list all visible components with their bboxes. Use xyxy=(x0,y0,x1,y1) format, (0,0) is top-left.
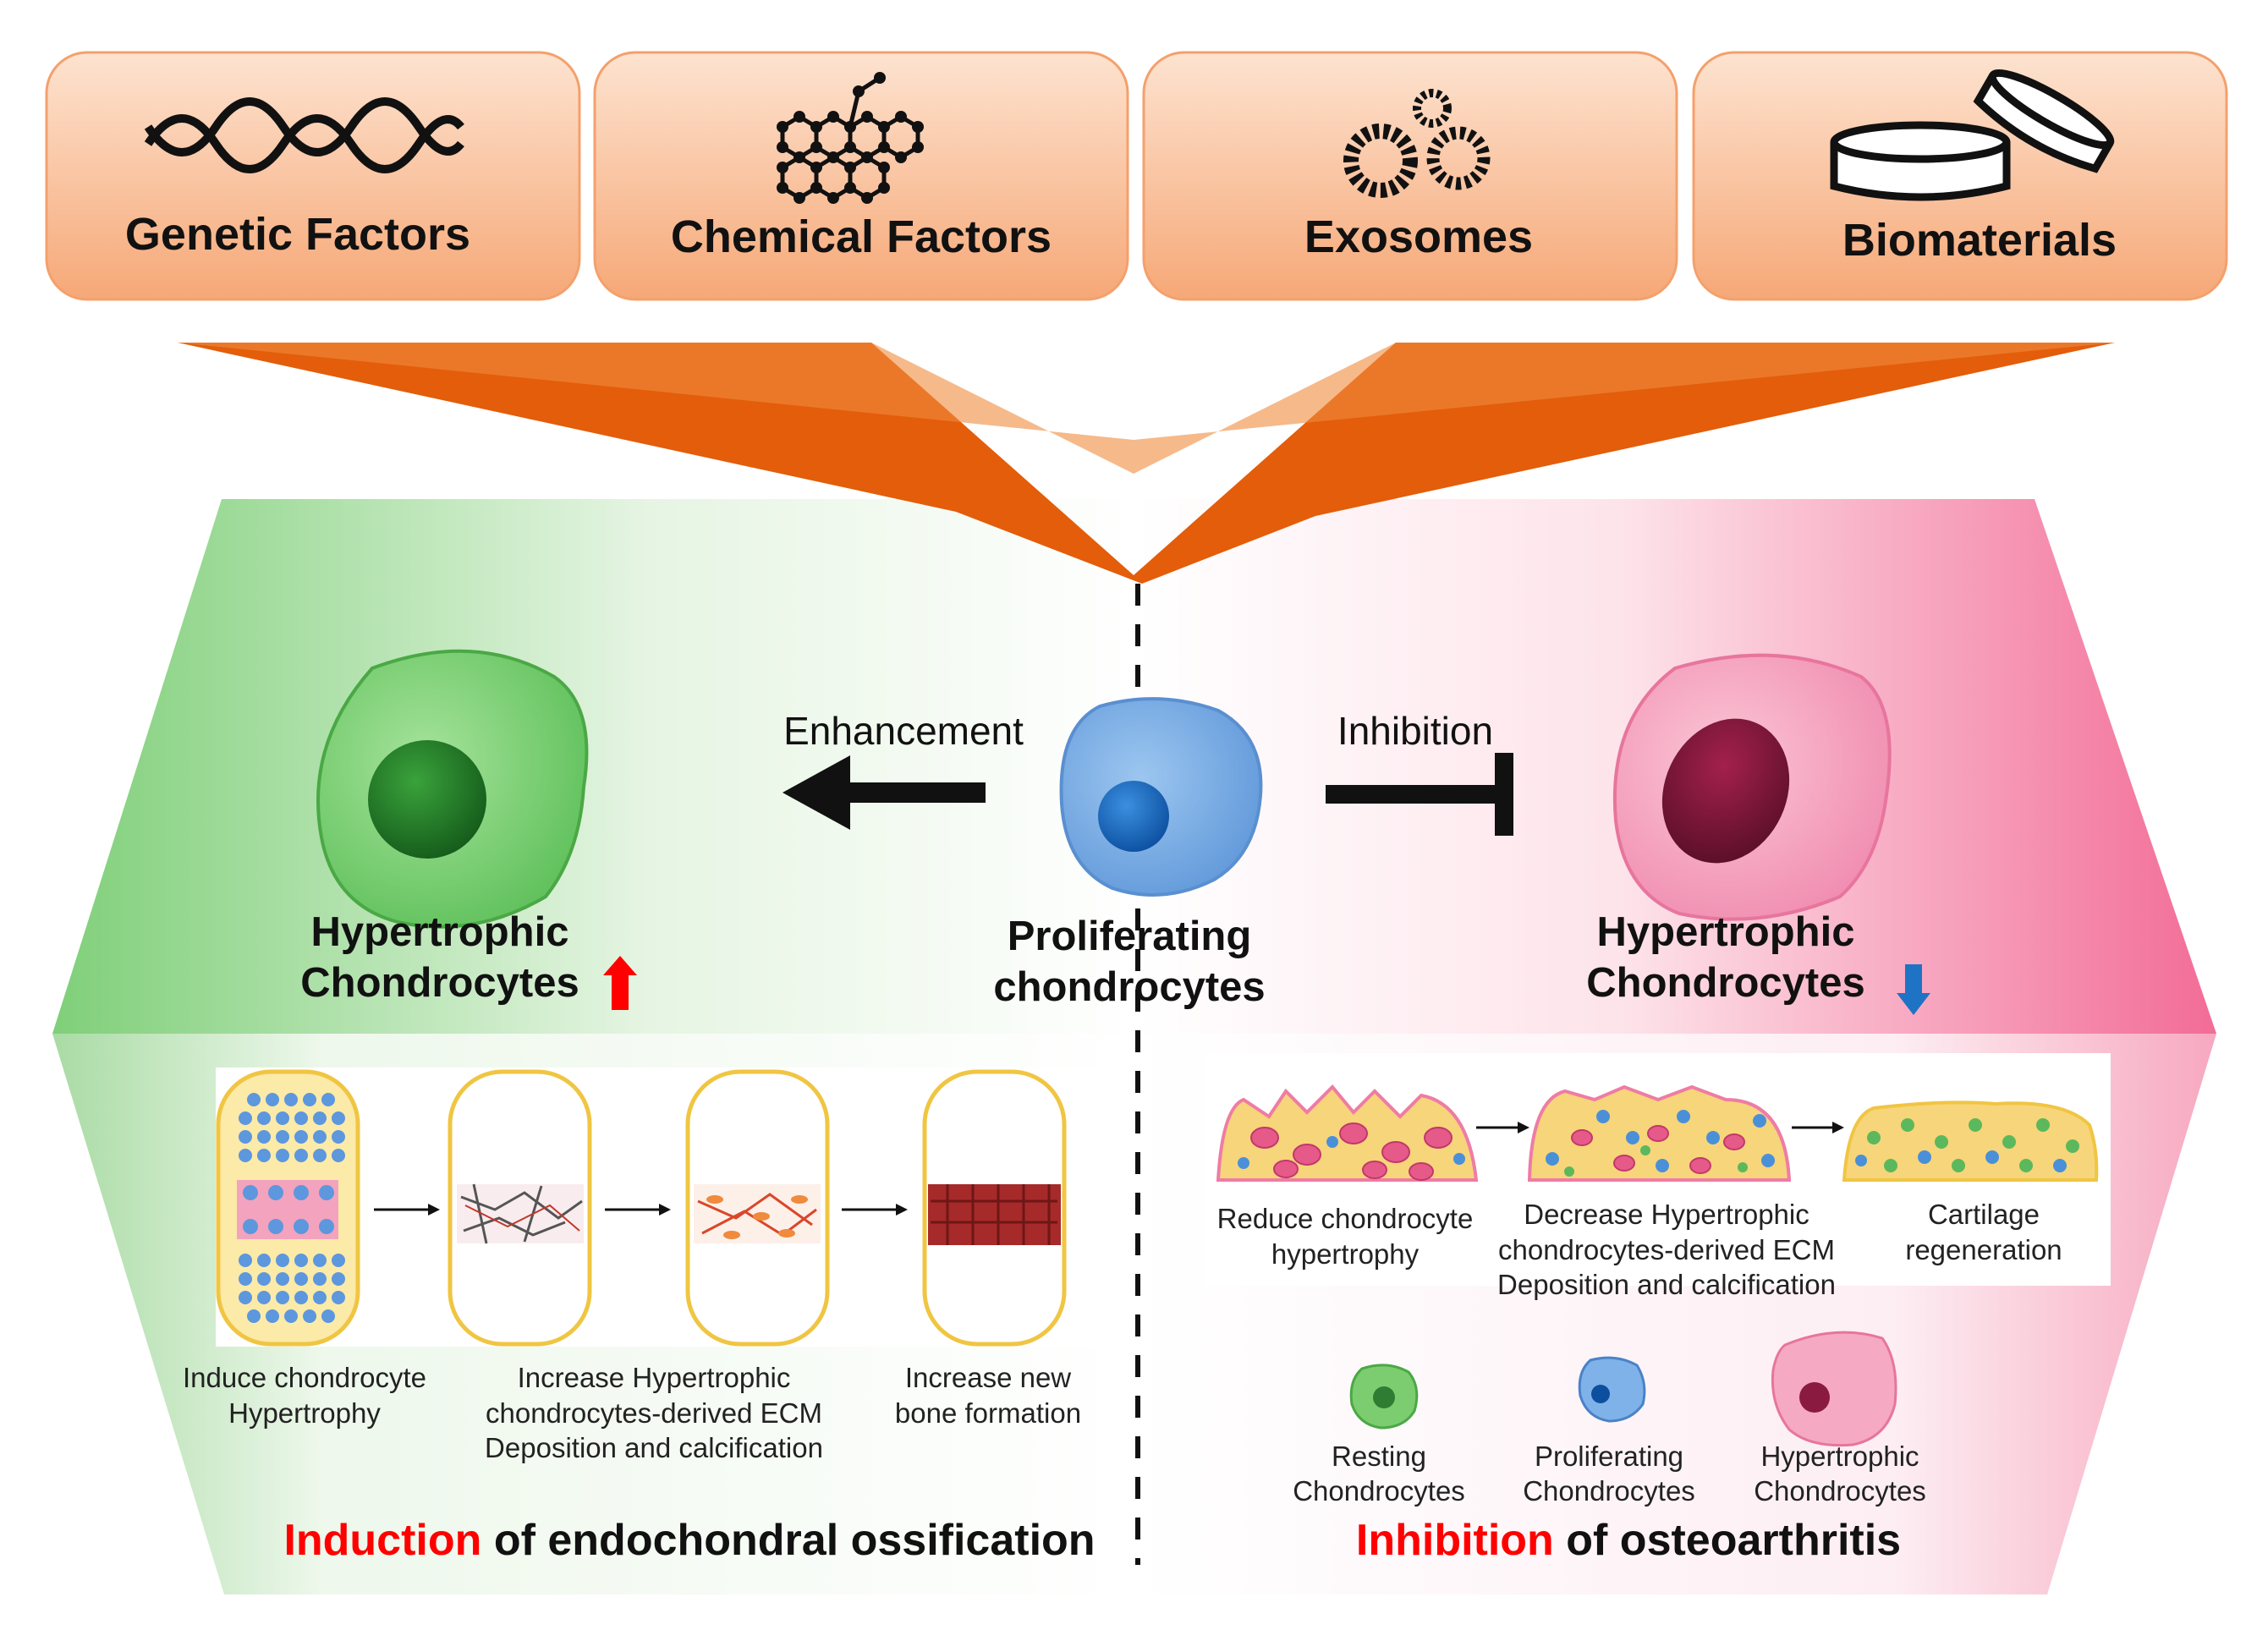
factor-label-genetic: Genetic Factors xyxy=(125,209,470,260)
growth-plate-2 xyxy=(448,1069,592,1347)
exosome-icon xyxy=(1343,89,1491,198)
factor-label-chemical: Chemical Factors xyxy=(671,211,1052,262)
left-step-1-line1: Induce chondrocyte xyxy=(183,1362,426,1393)
legend-proliferating-line2: Chondrocytes xyxy=(1523,1475,1695,1507)
legend-hypertrophic-line1: Hypertrophic xyxy=(1760,1441,1919,1472)
right-step-2-line3: Deposition and calcification xyxy=(1497,1269,1836,1300)
left-footer-accent: Induction xyxy=(283,1516,481,1565)
factor-box-exosomes: Exosomes xyxy=(1142,51,1678,301)
dna-helix-icon xyxy=(144,97,464,173)
center-cell-label-line1: Proliferating xyxy=(1008,914,1252,959)
down-arrow-icon xyxy=(1897,964,1930,1015)
growth-plate-1 xyxy=(216,1069,360,1347)
cartilage-tissue-2 xyxy=(1527,1084,1792,1182)
growth-plate-4 xyxy=(922,1069,1067,1347)
legend-resting-line1: Resting xyxy=(1332,1441,1426,1472)
left-step-2-line1: Increase Hypertrophic xyxy=(518,1362,791,1393)
left-step-2-line3: Deposition and calcification xyxy=(485,1432,823,1463)
factor-box-genetic: Genetic Factors xyxy=(45,51,581,301)
blue-nucleus xyxy=(1098,781,1169,852)
growth-plate-3 xyxy=(685,1069,830,1347)
left-step-3-line1: Increase new xyxy=(905,1362,1071,1393)
left-step-arrowhead-2 xyxy=(659,1204,671,1216)
legend-resting-cell xyxy=(1349,1364,1419,1430)
cartilage-tissue-1 xyxy=(1216,1084,1479,1182)
right-footer: Inhibition of osteoarthritis xyxy=(1356,1516,1901,1565)
funnel-shape xyxy=(178,343,2115,584)
left-step-2-line2: chondrocytes-derived ECM xyxy=(486,1397,822,1429)
left-cell-label-line1: Hypertrophic xyxy=(311,909,569,955)
right-step-1-line1: Reduce chondrocyte xyxy=(1217,1203,1474,1234)
left-step-arrowhead-1 xyxy=(428,1204,440,1216)
pink-nucleus xyxy=(1661,718,1790,864)
left-step-3-line2: bone formation xyxy=(895,1397,1081,1429)
enhancement-label: Enhancement xyxy=(783,709,1024,753)
right-step-2-line1: Decrease Hypertrophic xyxy=(1524,1199,1809,1230)
hypertrophic-cell-right xyxy=(1612,653,1892,921)
left-panel-background xyxy=(52,499,1138,1034)
right-step-1-line2: hypertrophy xyxy=(1271,1238,1420,1270)
cartilage-tissue-3 xyxy=(1842,1100,2099,1182)
factor-box-chemical: Chemical Factors xyxy=(593,51,1129,301)
legend-resting-line2: Chondrocytes xyxy=(1293,1475,1465,1507)
right-footer-accent: Inhibition xyxy=(1356,1516,1554,1565)
right-cell-label-line1: Hypertrophic xyxy=(1597,909,1855,955)
right-step-3-line1: Cartilage xyxy=(1928,1199,2040,1230)
right-step-2-line2: chondrocytes-derived ECM xyxy=(1498,1234,1835,1265)
factor-label-exosomes: Exosomes xyxy=(1304,211,1533,262)
inhibition-arrow xyxy=(1326,753,1513,836)
left-step-1-line2: Hypertrophy xyxy=(228,1397,381,1429)
right-step-arrowhead-2 xyxy=(1832,1122,1844,1133)
inhibition-label: Inhibition xyxy=(1337,709,1493,753)
enhancement-arrow xyxy=(783,755,986,830)
right-footer-rest: of osteoarthritis xyxy=(1554,1516,1901,1565)
legend-hypertrophic-cell xyxy=(1771,1331,1897,1447)
left-footer: Induction of endochondral ossification xyxy=(283,1516,1095,1565)
proliferating-cell-center xyxy=(1059,697,1263,897)
funnel-shape-upper xyxy=(178,343,2115,474)
petri-dish-icon xyxy=(1830,69,2115,201)
hypertrophic-cell-left xyxy=(316,649,589,929)
legend-proliferating-cell xyxy=(1578,1356,1646,1423)
center-cell-label-line2: chondrocytes xyxy=(993,964,1265,1010)
legend-hypertrophic-line2: Chondrocytes xyxy=(1754,1475,1926,1507)
left-step-arrowhead-3 xyxy=(896,1204,908,1216)
green-nucleus xyxy=(368,740,486,859)
right-step-arrowhead-1 xyxy=(1518,1122,1529,1133)
left-cell-label-line2: Chondrocytes xyxy=(300,960,579,1006)
right-cell-label-line2: Chondrocytes xyxy=(1586,960,1864,1006)
right-step-3-line2: regeneration xyxy=(1905,1234,2062,1265)
factor-box-biomaterials: Biomaterials xyxy=(1692,51,2228,301)
legend-proliferating-line1: Proliferating xyxy=(1535,1441,1683,1472)
factor-label-biomaterials: Biomaterials xyxy=(1842,215,2117,266)
up-arrow-icon xyxy=(603,956,637,1010)
molecule-atoms xyxy=(777,72,924,204)
left-footer-rest: of endochondral ossification xyxy=(481,1516,1095,1565)
